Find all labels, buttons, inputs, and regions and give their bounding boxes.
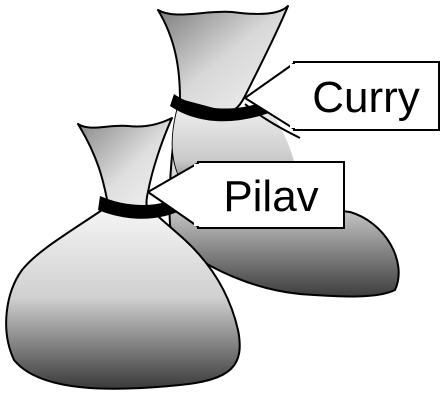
pilav-tag-box <box>197 161 345 229</box>
curry-label: Curry <box>312 73 420 122</box>
pilav-label: Pilav <box>223 172 318 221</box>
pilav-sack-body <box>5 205 241 390</box>
pilav-sack <box>5 117 241 390</box>
pilav-tag: Pilav <box>147 161 345 229</box>
pilav-sack-tie <box>98 196 186 219</box>
curry-sack-neck <box>157 5 289 113</box>
pilav-sack-neck <box>77 117 173 211</box>
curry-sack-tie <box>170 94 282 122</box>
curry-tag: Curry <box>244 61 440 131</box>
